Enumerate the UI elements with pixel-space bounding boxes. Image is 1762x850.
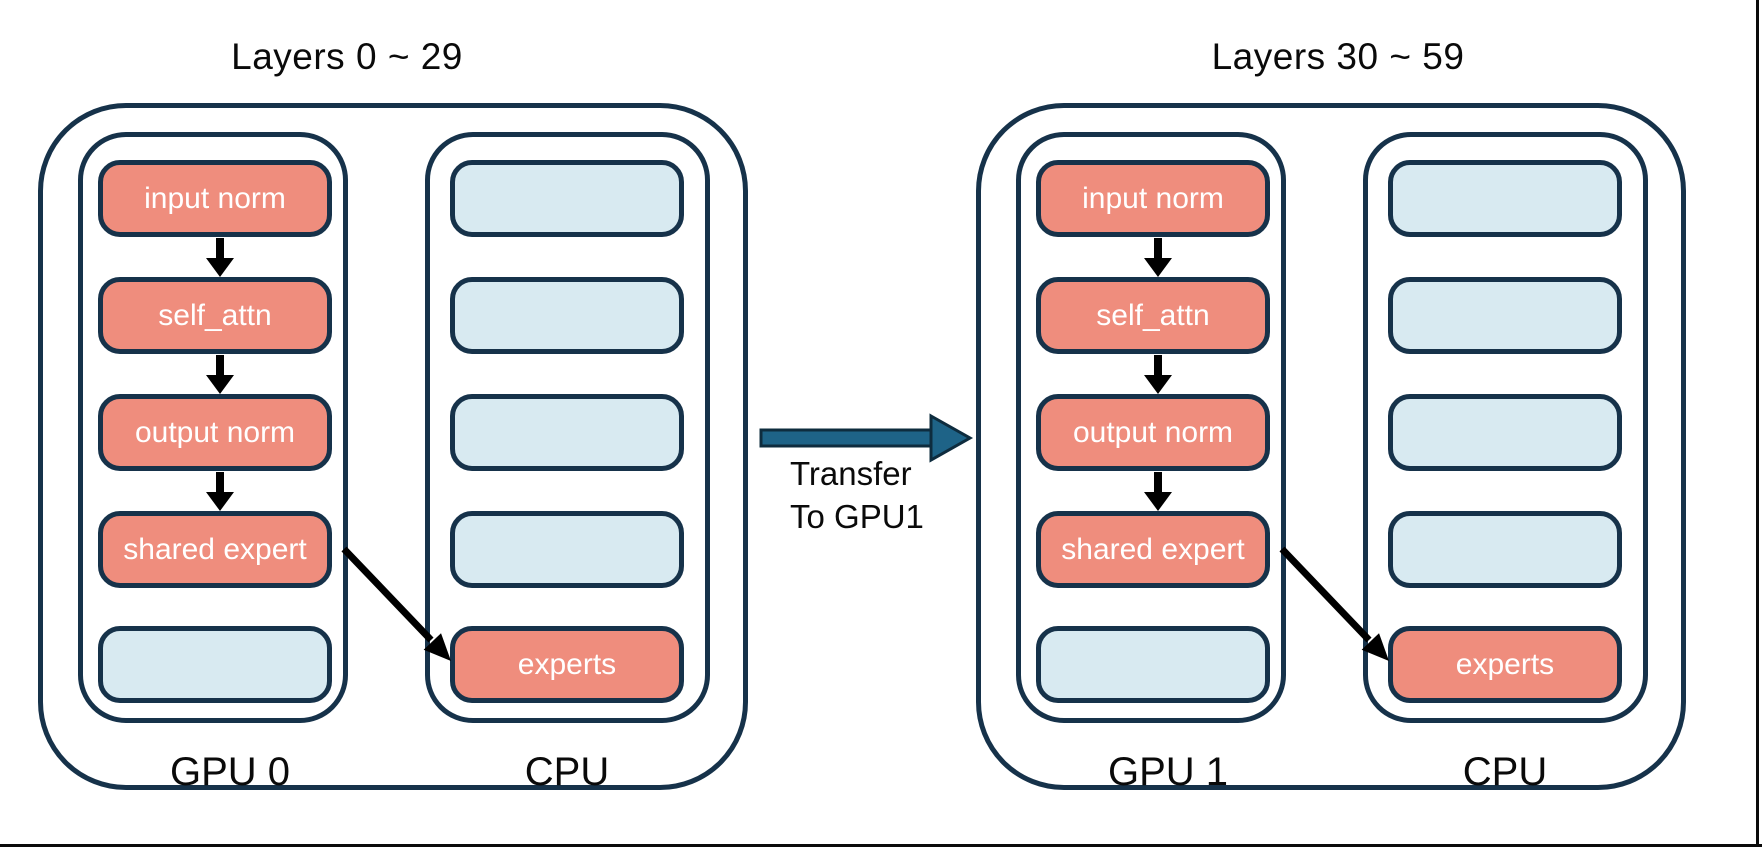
input-norm-box: input norm [98, 160, 332, 237]
empty-slot-box [1388, 394, 1622, 471]
experts-box: experts [450, 626, 684, 703]
down-arrow-icon [1144, 472, 1172, 511]
offload-arrow-icon [1279, 546, 1389, 661]
output-norm-label: output norm [134, 415, 296, 449]
empty-slot-box [450, 160, 684, 237]
down-arrow-icon [206, 472, 234, 511]
down-arrow-icon [1144, 355, 1172, 394]
empty-slot-box [98, 626, 332, 703]
self-attn-label: self_attn [1096, 298, 1210, 332]
right-group-title: Layers 30 ~ 59 [1211, 36, 1465, 77]
left-cpu-label: CPU [524, 750, 610, 794]
left-gpu-label: GPU 0 [169, 750, 291, 794]
self-attn-box: self_attn [98, 277, 332, 354]
input-norm-box: input norm [1036, 160, 1270, 237]
offload-arrow-icon [341, 546, 451, 661]
transfer-label-line2: To GPU1 [790, 498, 924, 535]
experts-label: experts [517, 647, 617, 681]
input-norm-label: input norm [144, 181, 286, 215]
empty-slot-box [1388, 160, 1622, 237]
experts-box: experts [1388, 626, 1622, 703]
right-gpu-label: GPU 1 [1107, 750, 1229, 794]
empty-slot-box [1388, 277, 1622, 354]
shared-expert-label: shared expert [1061, 532, 1245, 566]
down-arrow-icon [206, 238, 234, 277]
empty-slot-box [450, 394, 684, 471]
self-attn-box: self_attn [1036, 277, 1270, 354]
empty-slot-box [450, 277, 684, 354]
left-group-title: Layers 0 ~ 29 [231, 36, 463, 77]
bottom-edge-line [0, 844, 1762, 847]
output-norm-box: output norm [98, 394, 332, 471]
self-attn-label: self_attn [158, 298, 272, 332]
shared-expert-box: shared expert [1036, 511, 1270, 588]
empty-slot-box [1036, 626, 1270, 703]
right-cpu-label: CPU [1462, 750, 1548, 794]
empty-slot-box [1388, 511, 1622, 588]
transfer-label: Transfer To GPU1 [790, 452, 924, 538]
down-arrow-icon [206, 355, 234, 394]
experts-label: experts [1455, 647, 1555, 681]
output-norm-label: output norm [1072, 415, 1234, 449]
output-norm-box: output norm [1036, 394, 1270, 471]
input-norm-label: input norm [1082, 181, 1224, 215]
shared-expert-box: shared expert [98, 511, 332, 588]
transfer-label-line1: Transfer [790, 455, 912, 492]
right-edge-line [1756, 0, 1759, 847]
down-arrow-icon [1144, 238, 1172, 277]
shared-expert-label: shared expert [123, 532, 307, 566]
transfer-arrow-icon [759, 413, 974, 463]
empty-slot-box [450, 511, 684, 588]
